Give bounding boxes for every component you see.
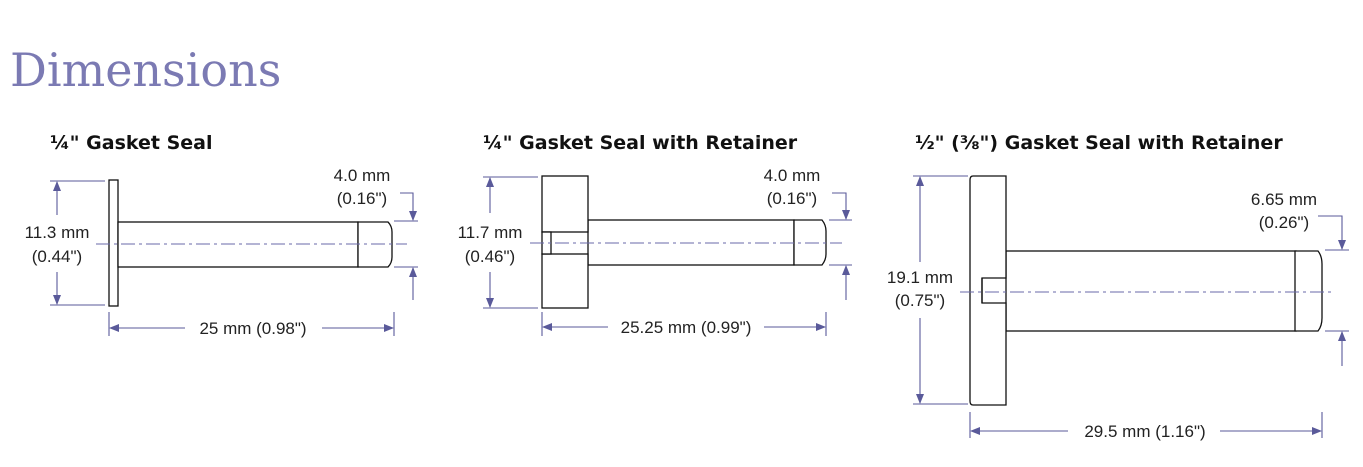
tip-arrow-down [400, 192, 417, 221]
height-mm-label: 19.1 mm [887, 268, 953, 287]
tip-mm-label: 6.65 mm [1251, 190, 1317, 209]
page-title: Dimensions [10, 43, 281, 97]
tip-mm-label: 4.0 mm [334, 166, 391, 185]
length-label: 25 mm (0.98") [199, 319, 306, 338]
height-mm-label: 11.3 mm [25, 223, 90, 242]
height-in-label: (0.44") [32, 247, 82, 266]
gasket-seal-drawing: ¼" Gasket Seal 11.3 mm (0.44") 4.0 mm (0… [25, 132, 418, 338]
length-label: 29.5 mm (1.16") [1084, 422, 1205, 441]
tip-mm-label: 4.0 mm [764, 166, 821, 185]
drawing-heading: ¼" Gasket Seal [50, 132, 213, 154]
tip-in-label: (0.16") [337, 189, 387, 208]
retainer-top [541, 175, 589, 233]
half-inch-gasket-seal-retainer-drawing: ½" (⅜") Gasket Seal with Retainer 19.1 m… [887, 132, 1349, 441]
retainer-bottom [541, 253, 589, 309]
drawing-heading: ¼" Gasket Seal with Retainer [483, 132, 798, 154]
tip-in-label: (0.26") [1259, 213, 1309, 232]
flange [108, 179, 119, 307]
shaft [1005, 250, 1297, 332]
tip [1294, 250, 1323, 332]
length-label: 25.25 mm (0.99") [621, 318, 752, 337]
gasket-seal-retainer-drawing: ¼" Gasket Seal with Retainer 11.7 mm (0.… [458, 132, 852, 337]
drawing-heading: ½" (⅜") Gasket Seal with Retainer [915, 132, 1283, 154]
retainer-head [969, 175, 1007, 406]
height-mm-label: 11.7 mm [458, 223, 523, 242]
height-in-label: (0.75") [895, 291, 945, 310]
height-in-label: (0.46") [465, 247, 515, 266]
tip-in-label: (0.16") [767, 189, 817, 208]
